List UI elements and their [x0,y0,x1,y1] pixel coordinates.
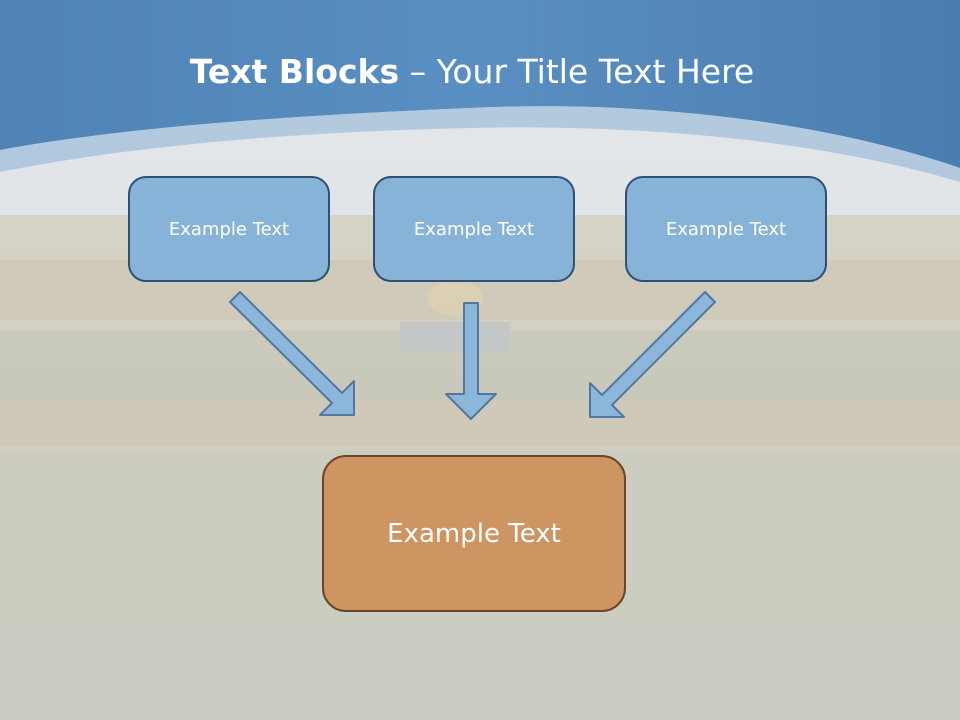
header-wave-light [0,106,960,182]
arrow-right [589,291,716,418]
text-block-center: Example Text [373,176,575,282]
text-block-right: Example Text [625,176,827,282]
target-block-label: Example Text [387,518,561,549]
text-block-label: Example Text [413,218,535,240]
title-rest: Your Title Text Here [436,52,755,91]
header-band [0,0,960,168]
arrow-center [445,302,497,420]
text-block-left: Example Text [128,176,330,282]
title-separator: – [399,52,437,91]
text-block-label: Example Text [168,218,290,240]
target-block: Example Text [322,455,626,612]
arrow-left [229,291,355,416]
slide-title: Text Blocks – Your Title Text Here [0,52,944,91]
text-block-label: Example Text [665,218,787,240]
title-bold: Text Blocks [189,52,400,91]
